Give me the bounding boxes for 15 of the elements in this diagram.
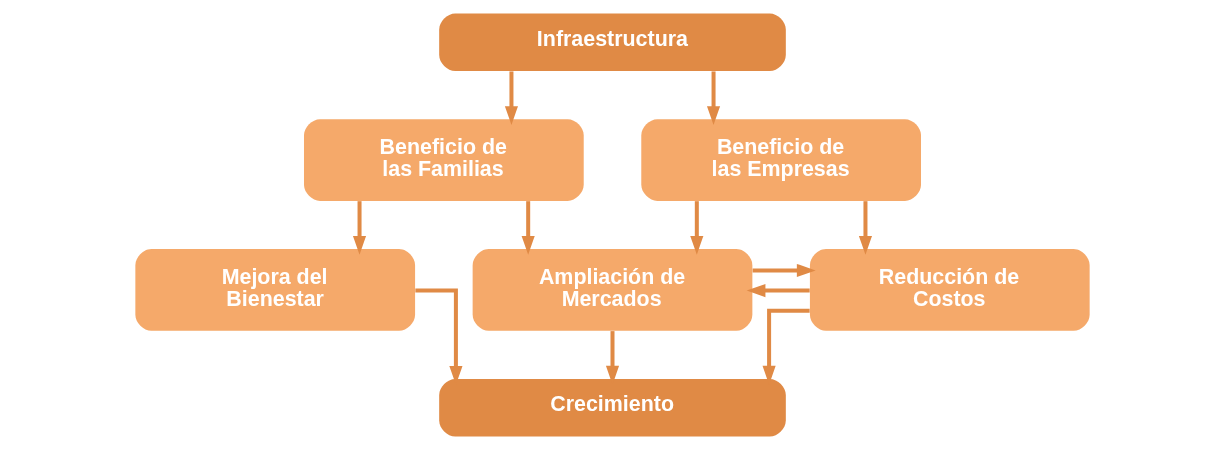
arrow (689, 201, 703, 255)
node-box: Ampliación de Mercados (472, 249, 752, 331)
node-box: Beneficio de las Familias (303, 119, 584, 201)
arrow (352, 201, 366, 255)
node-box: Crecimiento (438, 378, 786, 437)
arrow (752, 263, 816, 278)
node-box: Mejora del Bienestar (134, 249, 415, 331)
arrow (746, 284, 810, 298)
arrow (858, 201, 872, 255)
arrow (706, 71, 720, 125)
arrow (521, 201, 535, 255)
node-box: Reducción de Costos (809, 249, 1090, 331)
node-box: Infraestructura (438, 13, 786, 72)
arrow (504, 71, 518, 125)
node-box: Beneficio de las Empresas (640, 119, 921, 201)
